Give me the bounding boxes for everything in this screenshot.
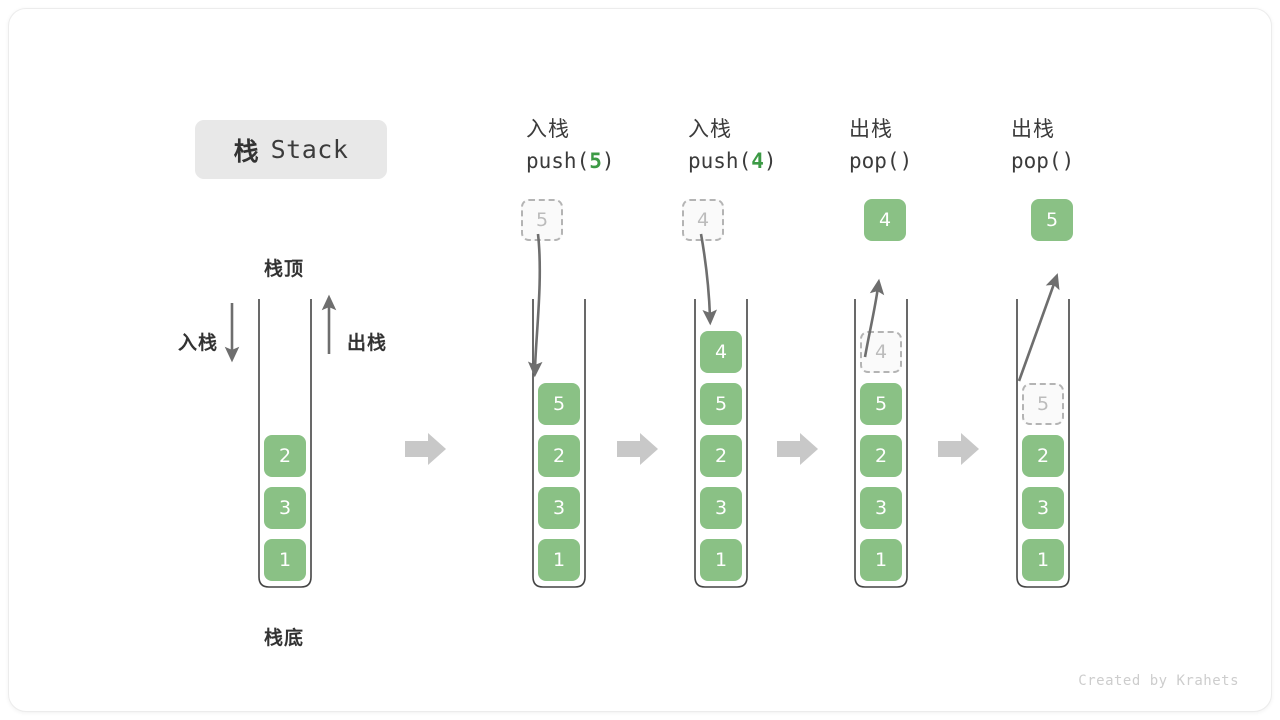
floating-box-push-5: 5 (521, 199, 563, 241)
stack-element: 3 (700, 487, 742, 529)
stack-element: 5 (700, 383, 742, 425)
stage-separator-arrow (617, 433, 658, 465)
floating-box-push-4: 4 (682, 199, 724, 241)
stack-element: 3 (264, 487, 306, 529)
stack-element: 2 (264, 435, 306, 477)
stack-element: 4 (700, 331, 742, 373)
stage-header-pop-2: 出栈 pop() (1011, 115, 1171, 177)
stack-initial: 2 3 1 (254, 299, 316, 589)
stack-element: 3 (860, 487, 902, 529)
stage-op-code: push(4) (688, 149, 777, 173)
stage-op-code: push(5) (526, 149, 615, 173)
stage-op-cn: 出栈 (849, 118, 893, 141)
title-cn: 栈 (233, 137, 260, 166)
stage-header-pop-1: 出栈 pop() (849, 115, 1009, 177)
stage-op-cn: 出栈 (1011, 118, 1055, 141)
stack-element: 2 (700, 435, 742, 477)
stack-element: 1 (264, 539, 306, 581)
stack-element-ghost: 4 (860, 331, 902, 373)
stage-separator-arrow (938, 433, 979, 465)
footer-credit: Created by Krahets (1078, 673, 1239, 689)
stack-vessel (528, 299, 590, 588)
stack-vessel (1012, 299, 1074, 588)
stack-vessel (254, 299, 316, 588)
stack-element: 2 (860, 435, 902, 477)
stack-element: 1 (860, 539, 902, 581)
stack-top-label: 栈顶 (264, 259, 305, 280)
stack-element-ghost: 5 (1022, 383, 1064, 425)
stack-element: 2 (1022, 435, 1064, 477)
stage-op-cn: 入栈 (688, 118, 732, 141)
title-en: Stack (270, 135, 349, 164)
stack-vessel (690, 299, 752, 588)
stack-element: 3 (1022, 487, 1064, 529)
stack-element: 5 (538, 383, 580, 425)
stage-op-code: pop() (849, 149, 913, 173)
stage-op-arg: 5 (589, 149, 602, 173)
stack-after-pop-2: 5 2 3 1 (1012, 299, 1074, 589)
floating-box-pop-2: 5 (1031, 199, 1073, 241)
push-direction-label: 入栈 (178, 333, 219, 354)
floating-box-pop-1: 4 (864, 199, 906, 241)
stage-separator-arrow (777, 433, 818, 465)
title-badge: 栈 Stack (195, 120, 387, 179)
stack-element: 1 (700, 539, 742, 581)
stage-op-cn: 入栈 (526, 118, 570, 141)
stage-op-code: pop() (1011, 149, 1075, 173)
stage-header-push-4: 入栈 push(4) (688, 115, 848, 177)
stage-op-arg: 4 (751, 149, 764, 173)
stack-element: 2 (538, 435, 580, 477)
stack-element: 1 (538, 539, 580, 581)
pop-direction-label: 出栈 (347, 333, 388, 354)
diagram-card: 栈 Stack 栈顶 栈底 入栈 出栈 入栈 push(5) 入栈 push(4… (8, 8, 1272, 712)
stack-after-push-5: 5 2 3 1 (528, 299, 590, 589)
stack-element: 5 (860, 383, 902, 425)
stage-separator-arrow (405, 433, 446, 465)
stack-vessel (850, 299, 912, 588)
stack-element: 3 (538, 487, 580, 529)
stack-after-push-4: 4 5 2 3 1 (690, 299, 752, 589)
stack-after-pop-1: 4 5 2 3 1 (850, 299, 912, 589)
stack-element: 1 (1022, 539, 1064, 581)
stack-bottom-label: 栈底 (264, 628, 305, 649)
stage-header-push-5: 入栈 push(5) (526, 115, 686, 177)
